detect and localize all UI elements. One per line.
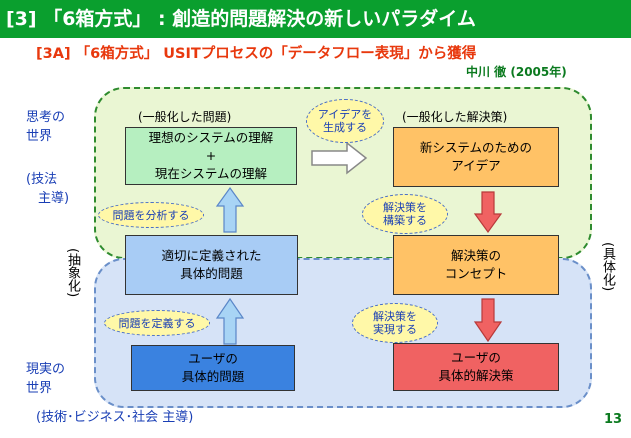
thought-world-label: 思考の 世界 xyxy=(26,110,66,144)
user-problem-box: ユーザの 具体的問題 xyxy=(131,345,295,391)
concretization-label: (具体化) xyxy=(600,242,615,292)
solution-concept-box: 解決策の コンセプト xyxy=(393,235,559,295)
real-world-label: 現実の 世界 xyxy=(26,362,66,396)
abstraction-label: (抽象化) xyxy=(65,248,80,298)
general-problem-caption: (一般化した問題) xyxy=(138,110,232,124)
generate-ideas-bubble: アイデアを 生成する xyxy=(306,99,384,143)
analyze-problem-bubble: 問題を分析する xyxy=(98,202,204,228)
ideal-system-box: 理想のシステムの理解 + 現在システムの理解 xyxy=(125,127,297,185)
page-subtitle: [3A] 「6箱方式」 USITプロセスの「データフロー表現」から獲得 xyxy=(36,46,477,62)
arrow-up-definition xyxy=(215,297,245,345)
define-problem-bubble: 問題を定義する xyxy=(104,310,210,336)
page-number: 13 xyxy=(604,412,623,427)
thought-method-label: (技法 主導) xyxy=(26,172,70,206)
arrow-right-ideas xyxy=(311,141,368,175)
arrow-down-implement xyxy=(473,298,503,343)
new-ideas-box: 新システムのための アイデア xyxy=(393,127,559,187)
general-solution-caption: (一般化した解決策) xyxy=(402,110,508,124)
author-credit: 中川 徹 (2005年) xyxy=(466,65,567,79)
real-method-label: (技術･ビジネス･社会 主導) xyxy=(36,410,194,425)
defined-problem-box: 適切に定義された 具体的問題 xyxy=(125,235,298,295)
arrow-up-analysis xyxy=(215,186,245,233)
user-solution-box: ユーザの 具体的解決策 xyxy=(393,343,559,391)
page-title: [3] 「6箱方式」 : 創造的問題解決の新しいパラダイム xyxy=(0,0,631,38)
construct-solution-bubble: 解決策を 構築する xyxy=(362,194,448,234)
arrow-down-construct xyxy=(473,191,503,234)
implement-solution-bubble: 解決策を 実現する xyxy=(352,303,438,343)
